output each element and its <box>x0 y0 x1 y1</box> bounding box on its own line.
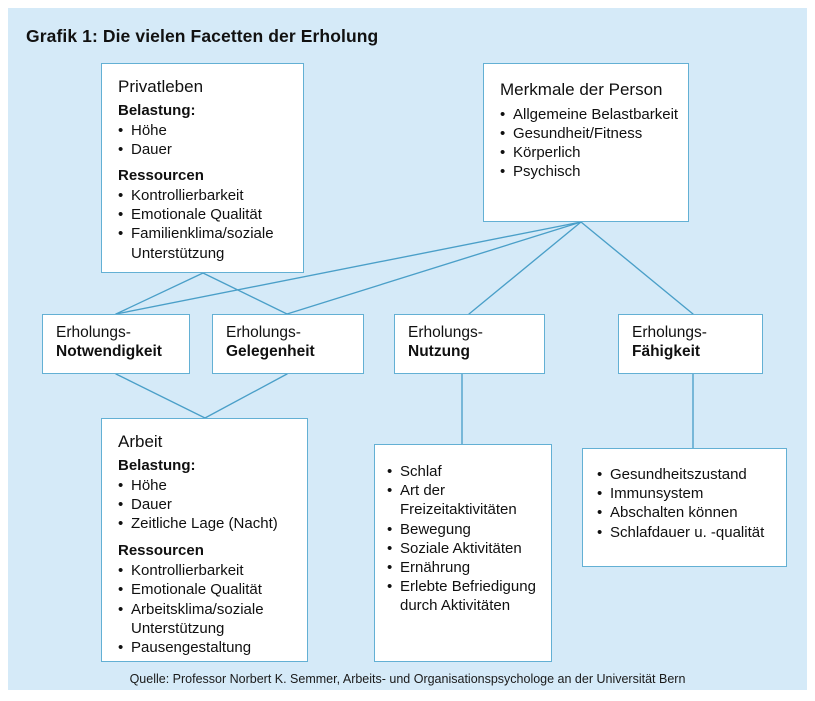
node-merkmale-der-person[interactable]: Merkmale der Person Allgemeine Belastbar… <box>483 63 689 222</box>
node-erholungs-nutzung-details[interactable]: Schlaf Art der Freizeitaktivitäten Beweg… <box>374 444 552 662</box>
erholungs-nutzung-line2: Nutzung <box>408 342 470 360</box>
node-erholungs-notwendigkeit[interactable]: Erholungs- Notwendigkeit <box>42 314 190 374</box>
privatleben-belastung-head: Belastung: <box>118 101 196 119</box>
list-item: Abschalten können <box>597 503 786 522</box>
arbeit-ressourcen-list: Kontrollierbarkeit Emotionale Qualität A… <box>118 561 307 657</box>
nutzung-details-list: Schlaf Art der Freizeitaktivitäten Beweg… <box>387 462 551 616</box>
list-item: Immunsystem <box>597 484 786 503</box>
spacer <box>118 533 307 542</box>
list-item: Höhe <box>118 121 303 140</box>
erholungs-gelegenheit-line1: Erholungs- <box>226 324 301 341</box>
list-item: Erlebte Befriedigung durch Aktivitäten <box>387 577 551 615</box>
node-erholungs-faehigkeit-details[interactable]: Gesundheitszustand Immunsystem Abschalte… <box>582 448 787 567</box>
source-caption: Quelle: Professor Norbert K. Semmer, Arb… <box>129 672 686 686</box>
privatleben-ressourcen-head: Ressourcen <box>118 167 204 185</box>
list-item: Gesundheitszustand <box>597 465 786 484</box>
list-item: Psychisch <box>500 162 688 181</box>
list-item: Dauer <box>118 495 307 514</box>
node-arbeit[interactable]: Arbeit Belastung: Höhe Dauer Zeitliche L… <box>101 418 308 662</box>
list-item: Bewegung <box>387 520 551 539</box>
erholungs-gelegenheit-line2: Gelegenheit <box>226 342 315 360</box>
list-item: Ernährung <box>387 558 551 577</box>
erholungs-nutzung-line1: Erholungs- <box>408 324 483 341</box>
list-item: Gesundheit/Fitness <box>500 124 688 143</box>
arbeit-title: Arbeit <box>118 432 163 451</box>
figure-title: Grafik 1: Die vielen Facetten der Erholu… <box>26 26 379 46</box>
erholungs-faehigkeit-line1: Erholungs- <box>632 324 707 341</box>
privatleben-ressourcen-list: Kontrollierbarkeit Emotionale Qualität F… <box>118 186 303 263</box>
node-erholungs-gelegenheit[interactable]: Erholungs- Gelegenheit <box>212 314 364 374</box>
list-item: Kontrollierbarkeit <box>118 186 303 205</box>
merkmale-list: Allgemeine Belastbarkeit Gesundheit/Fitn… <box>500 105 688 182</box>
node-erholungs-faehigkeit[interactable]: Erholungs- Fähigkeit <box>618 314 763 374</box>
arbeit-belastung-head: Belastung: <box>118 456 196 474</box>
list-item: Allgemeine Belastbarkeit <box>500 105 688 124</box>
node-privatleben[interactable]: Privatleben Belastung: Höhe Dauer Ressou… <box>101 63 304 273</box>
erholungs-notwendigkeit-line2: Notwendigkeit <box>56 342 162 360</box>
list-item: Art der Freizeitaktivitäten <box>387 481 551 519</box>
spacer <box>118 159 303 167</box>
erholungs-faehigkeit-line2: Fähigkeit <box>632 342 701 360</box>
privatleben-title: Privatleben <box>118 77 204 96</box>
list-item: Körperlich <box>500 143 688 162</box>
list-item: Zeitliche Lage (Nacht) <box>118 514 307 533</box>
arbeit-ressourcen-head: Ressourcen <box>118 542 204 560</box>
list-item: Emotionale Qualität <box>118 205 303 224</box>
arbeit-belastung-list: Höhe Dauer Zeitliche Lage (Nacht) <box>118 476 307 534</box>
node-erholungs-nutzung[interactable]: Erholungs- Nutzung <box>394 314 545 374</box>
privatleben-belastung-list: Höhe Dauer <box>118 121 303 160</box>
list-item: Pausengestaltung <box>118 638 307 657</box>
list-item: Kontrollierbarkeit <box>118 561 307 580</box>
list-item: Arbeitsklima/soziale Unterstützung <box>118 600 307 638</box>
merkmale-title: Merkmale der Person <box>500 80 663 99</box>
list-item: Emotionale Qualität <box>118 580 307 599</box>
list-item: Schlafdauer u. -qualität <box>597 523 786 542</box>
erholungs-notwendigkeit-line1: Erholungs- <box>56 324 131 341</box>
list-item: Dauer <box>118 140 303 159</box>
faehigkeit-details-list: Gesundheitszustand Immunsystem Abschalte… <box>597 465 786 542</box>
list-item: Familienklima/soziale Unterstützung <box>118 224 303 262</box>
list-item: Soziale Aktivitäten <box>387 539 551 558</box>
list-item: Schlaf <box>387 462 551 481</box>
list-item: Höhe <box>118 476 307 495</box>
